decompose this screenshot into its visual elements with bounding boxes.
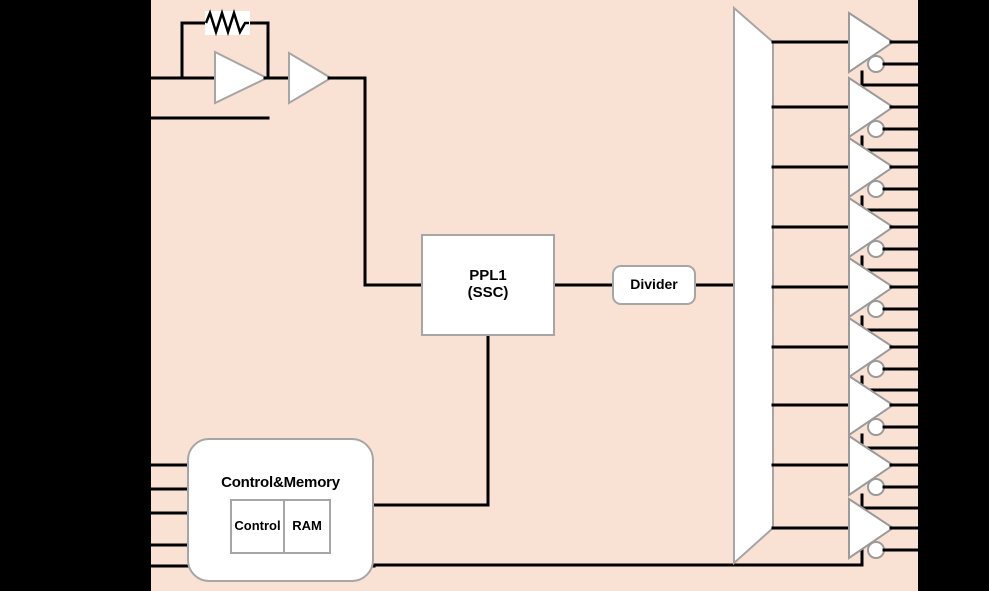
output-buffer-7 bbox=[771, 374, 920, 450]
buffer-9-inverting-bubble-icon bbox=[867, 541, 885, 559]
output-buffer-3 bbox=[771, 136, 920, 212]
osc-to-pll-wire bbox=[327, 76, 423, 287]
buffer-4-inverting-bubble-icon bbox=[867, 240, 885, 258]
divider-block[interactable]: Divider bbox=[612, 265, 696, 305]
buffer-1-enable-wire bbox=[860, 70, 920, 87]
output-buffer-2 bbox=[771, 76, 920, 152]
feedback-resistor bbox=[204, 8, 250, 37]
pll-block[interactable]: PPL1 (SSC) bbox=[421, 234, 555, 336]
pll-label-line2: (SSC) bbox=[467, 284, 509, 301]
control-sub-block[interactable]: Control bbox=[230, 498, 285, 554]
buffer-7-inverting-bubble-icon bbox=[867, 418, 885, 436]
buffer-6-inverting-bubble-icon bbox=[867, 360, 885, 378]
buffer-3-enable-wire bbox=[860, 195, 920, 212]
buffer-3-inverting-bubble-icon bbox=[867, 180, 885, 198]
buffer-8-inverting-bubble-icon bbox=[867, 478, 885, 496]
buffer-8-enable-wire bbox=[860, 493, 920, 510]
output-buffer-1 bbox=[771, 11, 920, 87]
ram-sub-block[interactable]: RAM bbox=[285, 498, 331, 554]
feedback-wire-left bbox=[180, 21, 212, 80]
buffer-2-inverting-bubble-icon bbox=[867, 120, 885, 138]
buffer-6-enable-wire bbox=[860, 375, 920, 392]
pll-label-line1: PPL1 bbox=[469, 267, 507, 285]
output-buffer-6 bbox=[771, 316, 920, 392]
buffer-2-enable-wire bbox=[860, 135, 920, 152]
clock-fanout-distribution-icon bbox=[733, 5, 774, 566]
buffer-amplifier-icon bbox=[288, 51, 333, 105]
oscillator-amplifier-icon bbox=[214, 50, 270, 105]
buffer-5-enable-wire bbox=[860, 315, 920, 332]
buffer-7-enable-wire bbox=[860, 433, 920, 450]
output-buffer-9 bbox=[771, 497, 920, 560]
control-bus-wire bbox=[372, 544, 864, 567]
buffer-4-enable-wire bbox=[860, 255, 920, 272]
buffer-5-inverting-bubble-icon bbox=[867, 300, 885, 318]
control-memory-block[interactable]: Control&Memory Control RAM bbox=[187, 438, 374, 582]
feedback-wire-right bbox=[243, 21, 270, 80]
control-memory-title: Control&Memory bbox=[221, 474, 340, 491]
pll-to-control-wire bbox=[372, 334, 490, 507]
buffer-1-inverting-bubble-icon bbox=[867, 55, 885, 73]
